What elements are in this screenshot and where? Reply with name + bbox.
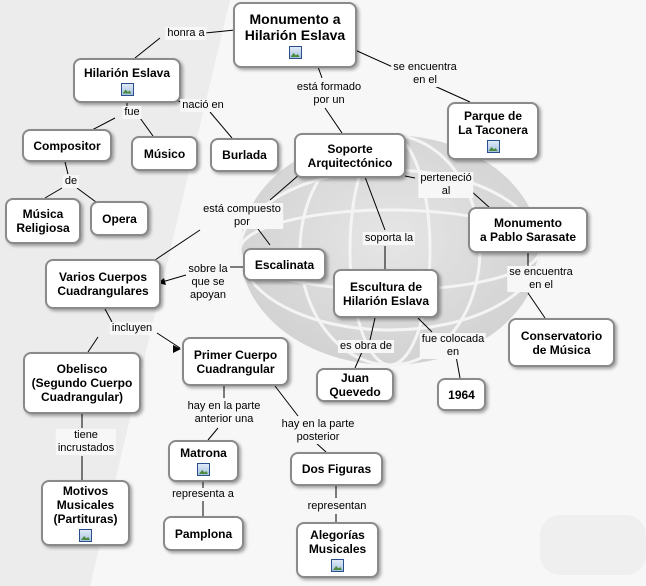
node-label: Música Religiosa (16, 207, 70, 235)
node-label: Matrona (180, 446, 227, 460)
link-label-soporta-la: soporta la (362, 232, 416, 245)
node-escalinata[interactable]: Escalinata (243, 248, 326, 281)
node-label: Opera (102, 211, 137, 226)
node-primer-cuerpo[interactable]: Primer Cuerpo Cuadrangular (182, 337, 289, 386)
node-monumento-sarasate[interactable]: Monumento a Pablo Sarasate (468, 207, 588, 253)
link-label-se-encuentra-conservatorio: se encuentra en el (507, 266, 575, 292)
link-label-fue: fue (122, 106, 142, 119)
node-label: Compositor (33, 138, 101, 153)
node-pamplona[interactable]: Pamplona (163, 516, 244, 551)
node-label: Soporte Arquitectónico (307, 141, 393, 170)
node-label: Parque de La Taconera (458, 109, 528, 137)
link-label-tiene-incrustados: tiene incrustados (55, 429, 117, 455)
node-musico[interactable]: Músico (131, 136, 198, 171)
link-label-esta-formado: está formado por un (294, 81, 364, 107)
node-soporte-arquitectonico[interactable]: Soporte Arquitectónico (294, 133, 406, 178)
node-label: Pamplona (174, 526, 233, 541)
node-obelisco[interactable]: Obelisco (Segundo Cuerpo Cuadrangular) (23, 352, 141, 414)
node-hilarion-eslava[interactable]: Hilarión Eslava (73, 58, 181, 103)
node-label: Motivos Musicales (Partituras) (53, 484, 118, 526)
image-icon[interactable] (79, 529, 92, 542)
node-burlada[interactable]: Burlada (210, 138, 279, 172)
node-label: Varios Cuerpos Cuadrangulares (57, 270, 149, 298)
link-label-se-encuentra-parque: se encuentra en el (391, 61, 459, 87)
link-label-sobre-la-que-se-apoyan: sobre la que se apoyan (186, 263, 230, 302)
node-label: 1964 (448, 387, 475, 402)
link-label-es-obra-de: es obra de (338, 340, 394, 353)
node-label: Conservatorio de Música (520, 328, 603, 357)
node-label: Obelisco (Segundo Cuerpo Cuadrangular) (31, 362, 133, 404)
link-label-incluyen: incluyen (109, 322, 155, 335)
link-label-fue-colocada: fue colocada en (419, 333, 487, 359)
node-label: Dos Figuras (301, 462, 372, 476)
link-label-honra-a: honra a (165, 27, 207, 40)
image-icon[interactable] (486, 140, 500, 153)
link-label-representa-a: representa a (170, 488, 236, 501)
node-musica-religiosa[interactable]: Música Religiosa (5, 198, 81, 244)
image-icon[interactable] (288, 46, 302, 59)
node-label: Escultura de Hilarión Eslava (342, 279, 430, 308)
image-icon[interactable] (197, 463, 210, 476)
node-label: Monumento a Hilarión Eslava (244, 11, 346, 43)
link-label-representan: representan (305, 500, 369, 513)
node-monumento-hilarion-eslava[interactable]: Monumento a Hilarión Eslava (233, 2, 357, 68)
node-label: Alegorías Musicales (308, 528, 367, 556)
node-label: Juan Quevedo (329, 371, 381, 399)
node-juan-quevedo[interactable]: Juan Quevedo (316, 368, 394, 402)
node-alegorias-musicales[interactable]: Alegorías Musicales (296, 522, 379, 578)
link-label-de: de (62, 175, 80, 188)
link-label-nacio-en: nació en (180, 99, 226, 112)
node-opera[interactable]: Opera (90, 201, 149, 236)
node-1964[interactable]: 1964 (437, 378, 486, 411)
link-label-parte-posterior: hay en la parte posterior (279, 418, 357, 444)
node-parque-taconera[interactable]: Parque de La Taconera (447, 102, 539, 160)
node-compositor[interactable]: Compositor (22, 129, 112, 162)
image-icon[interactable] (331, 559, 344, 572)
node-label: Primer Cuerpo Cuadrangular (193, 347, 278, 376)
node-matrona[interactable]: Matrona (168, 440, 239, 482)
node-label: Escalinata (254, 257, 315, 272)
link-label-parte-anterior: hay en la parte anterior una (185, 400, 263, 426)
node-dos-figuras[interactable]: Dos Figuras (290, 452, 383, 486)
node-conservatorio[interactable]: Conservatorio de Música (508, 318, 615, 367)
node-label: Músico (143, 146, 186, 161)
node-label: Hilarión Eslava (83, 65, 171, 80)
node-label: Monumento a Pablo Sarasate (479, 216, 577, 244)
node-motivos-musicales[interactable]: Motivos Musicales (Partituras) (41, 480, 130, 546)
node-varios-cuerpos[interactable]: Varios Cuerpos Cuadrangulares (45, 259, 161, 309)
image-icon[interactable] (120, 82, 134, 96)
node-label: Burlada (222, 148, 267, 162)
link-label-pertenecio: perteneció al (418, 172, 474, 198)
node-escultura-hilarion-eslava[interactable]: Escultura de Hilarión Eslava (333, 269, 439, 318)
link-label-esta-compuesto: está compuesto por (201, 203, 283, 229)
